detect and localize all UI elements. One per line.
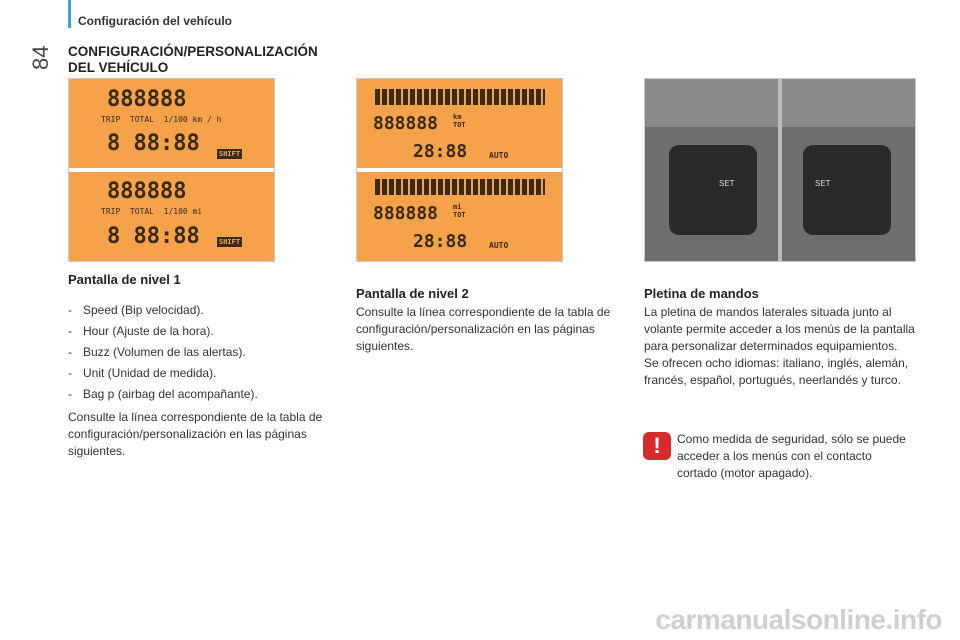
list-item: Hour (Ajuste de la hora). [68,323,348,340]
right-control-pad: SET [803,145,891,235]
level2-heading: Pantalla de nivel 2 [356,286,469,301]
title-line-1: CONFIGURACIÓN/PERSONALIZACIÓN [68,44,318,59]
level2-digits-2: 888888 [373,203,439,224]
left-control-pad: SET [669,145,757,235]
level1-list: Speed (Bip velocidad). Hour (Ajuste de l… [68,302,348,403]
section-accent-bar [68,0,71,28]
level1-text: Speed (Bip velocidad). Hour (Ajuste de l… [68,302,348,460]
level1-unit-km: 1/100 km / h [163,115,222,124]
level1-heading: Pantalla de nivel 1 [68,272,181,287]
controls-photo: SET SET [644,78,916,262]
warning-text: Como medida de seguridad, sólo se puede … [677,432,906,480]
level1-bottom-digits: 8 88:88 [107,131,200,156]
list-item: Speed (Bip velocidad). [68,302,348,319]
page-title: CONFIGURACIÓN/PERSONALIZACIÓN DEL VEHÍCU… [68,44,368,76]
level1-display-image: 888888 TRIP TOTAL 1/100 km / h 8 88:88 S… [68,78,275,262]
level1-top-digits: 888888 [107,87,187,112]
level1-top-digits-mi: 888888 [107,179,187,204]
section-header: Configuración del vehículo [78,14,233,28]
title-line-2: DEL VEHÍCULO [68,60,169,75]
list-item: Unit (Unidad de medida). [68,365,348,382]
level2-tot-label-2: TOT [453,211,466,219]
level2-auto-label: AUTO [489,151,509,160]
footer-watermark: carmanualsonline.info [655,604,942,635]
controls-paragraph-2: Se ofrecen ocho idiomas: italiano, inglé… [644,356,909,387]
level2-time: 28:88 [413,141,468,162]
right-set-label: SET [815,179,831,188]
level2-note: Consulte la línea correspondiente de la … [356,305,611,353]
list-item: Buzz (Volumen de las alertas). [68,344,348,361]
level1-note: Consulte la línea correspondiente de la … [68,410,323,458]
page-number: 84 [28,45,53,70]
controls-heading: Pletina de mandos [644,286,759,301]
level1-bottom-digits-mi: 8 88:88 [107,224,200,249]
level1-trip-label: TRIP [101,115,121,124]
level1-unit-mi: 1/100 mi [163,207,203,216]
left-set-label: SET [719,179,735,188]
photo-divider [778,79,782,261]
level2-tot-label: TOT [453,121,466,129]
controls-body: La pletina de mandos laterales situada j… [644,304,916,389]
level1-trip-label-mi: TRIP [101,207,121,216]
level1-total-label-mi: TOTAL [129,207,154,216]
list-item: Bag p (airbag del acompañante). [68,386,348,403]
controls-paragraph-1: La pletina de mandos laterales situada j… [644,305,915,353]
level1-shift-label-mi: SHIFT [217,237,243,247]
level2-mi-label: mi [453,203,462,211]
level2-dot-matrix [375,89,545,105]
level2-auto-label-2: AUTO [489,241,509,250]
level1-shift-label: SHIFT [217,149,243,159]
level2-display-image: 888888 km TOT 28:88 AUTO 888888 mi TOT 2… [356,78,563,262]
level1-total-label: TOTAL [129,115,154,124]
warning-icon: ! [643,432,671,460]
level2-dot-matrix-2 [375,179,545,195]
level2-time-2: 28:88 [413,231,468,252]
level2-digits: 888888 [373,113,439,134]
level2-km-label: km [453,113,462,121]
